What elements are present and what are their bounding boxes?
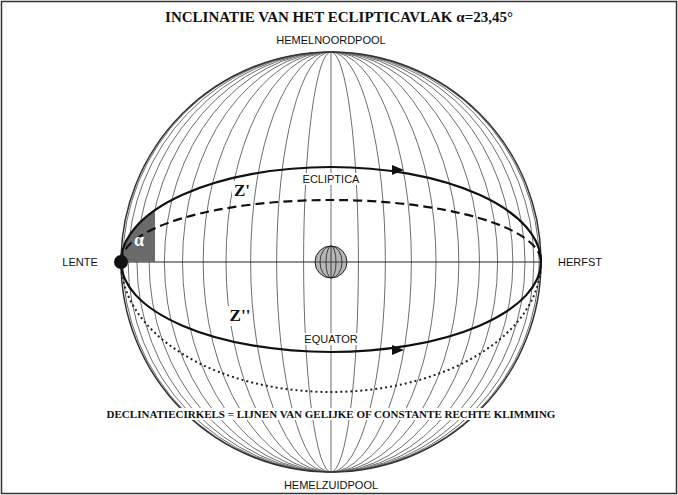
ecliptic-label: ECLIPTICA [301, 173, 362, 186]
angle-symbol: α [132, 230, 146, 251]
diagram-title: INCLINATIE VAN HET ECLIPTICAVLAK α=23,45… [163, 9, 515, 26]
pole-label: HEMELNOORDPOOL [274, 34, 387, 47]
zone-label: Z'' [228, 306, 253, 326]
equator-label: EQUATOR [302, 333, 359, 346]
zone-label: Z' [232, 181, 252, 201]
explanation-note: DECLINATIECIRKELS = LIJNEN VAN GELIJKE O… [105, 408, 558, 421]
equinox-label: HERFST [556, 256, 604, 269]
pole-label: HEMELZUIDPOOL [282, 479, 380, 492]
equinox-label: LENTE [60, 256, 99, 269]
